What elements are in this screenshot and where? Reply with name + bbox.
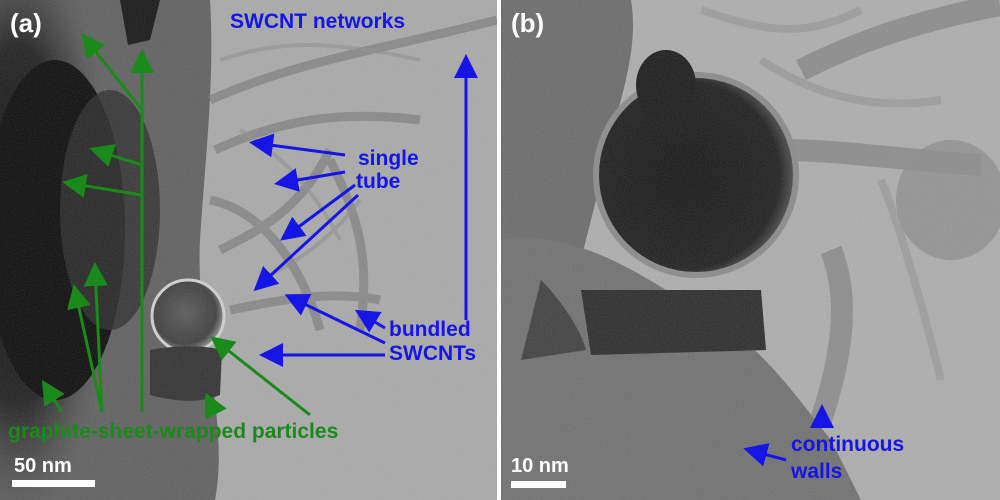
panel-b-label: (b)	[511, 8, 545, 38]
arrow-single-tube-3	[280, 183, 356, 241]
arrow-bundled-2	[284, 294, 386, 345]
panel-b: (b) continuous walls 10 nm	[501, 0, 1000, 500]
annotation-arrows-b	[743, 404, 834, 467]
scale-bar-b-label: 10 nm	[511, 455, 569, 477]
arrow-single-tube-4	[253, 193, 360, 292]
single-tube-label-line1: single	[358, 147, 419, 170]
arrow-continuous-2	[743, 443, 787, 467]
continuous-walls-label-line2: walls	[791, 460, 843, 483]
continuous-walls-label-line1: continuous	[791, 433, 905, 456]
bundled-label-line2: SWCNTs	[389, 342, 477, 365]
scale-bar-b	[511, 481, 566, 488]
swcnt-networks-label: SWCNT networks	[230, 10, 406, 33]
panel-a-label: (a)	[10, 8, 42, 38]
bundled-label-line1: bundled	[389, 318, 471, 341]
arrow-bundled-1	[354, 309, 386, 333]
single-tube-label-line2: tube	[356, 170, 401, 193]
particles-label: graphite-sheet-wrapped particles	[8, 420, 339, 443]
scale-bar-a-label: 50 nm	[14, 455, 72, 477]
panel-a: (a) SWCNT networks single tube bundled S…	[0, 0, 497, 500]
annotation-arrows-a	[41, 33, 478, 420]
arrow-single-tube-1	[249, 133, 346, 158]
tem-image-a	[0, 0, 497, 500]
arrow-single-tube-2	[274, 168, 346, 192]
tem-image-b	[501, 0, 1000, 500]
scale-bar-a	[12, 480, 95, 487]
